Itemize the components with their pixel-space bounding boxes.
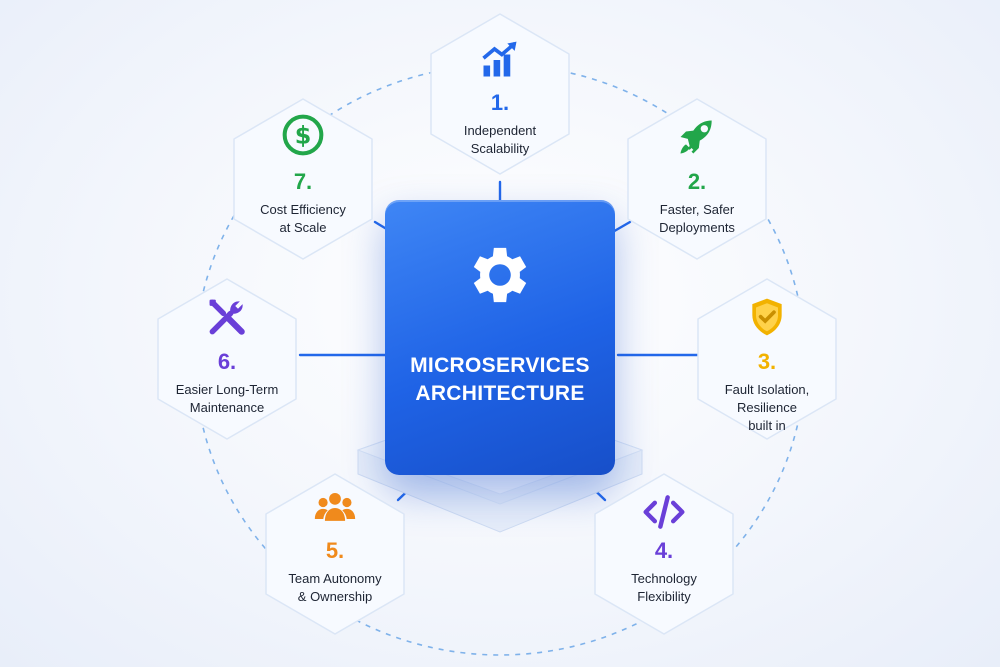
benefit-number: 7.	[293, 169, 313, 194]
center-title: MICROSERVICES ARCHITECTURE	[385, 352, 615, 408]
benefit-card-3: 3. Fault Isolation, Resilience built in	[692, 275, 842, 443]
benefit-label-line1: Team Autonomy	[288, 571, 382, 586]
benefit-label-line1: Fault Isolation,	[724, 382, 810, 397]
center-title-line2: ARCHITECTURE	[415, 382, 585, 405]
benefit-number: 6.	[217, 349, 237, 374]
benefit-number: 4.	[654, 538, 674, 563]
growth-chart-icon	[482, 41, 517, 77]
benefit-card-7: $ 7. Cost Efficiency at Scale	[228, 95, 378, 263]
benefit-label-line2: Scalability	[470, 141, 530, 156]
benefit-label: Independent Scalability	[425, 122, 575, 158]
benefit-label: Faster, Safer Deployments	[622, 201, 772, 237]
hexagon-shape	[627, 98, 767, 260]
benefit-card-1: 1. Independent Scalability	[425, 10, 575, 178]
benefit-label-line2: Maintenance	[189, 400, 265, 415]
benefit-card-6: 6. Easier Long-Term Maintenance	[152, 275, 302, 443]
benefit-label-line1: Cost Efficiency	[260, 202, 346, 217]
benefit-number: 1.	[490, 90, 510, 115]
center-title-line1: MICROSERVICES	[410, 354, 590, 377]
benefit-label-line1: Easier Long-Term	[175, 382, 279, 397]
benefit-label-line2: Flexibility	[637, 589, 691, 604]
benefit-label-line2: Deployments	[659, 220, 735, 235]
hexagon-shape	[157, 278, 297, 440]
benefit-label-line1: Independent	[463, 123, 537, 138]
benefit-label: Fault Isolation, Resilience built in	[692, 381, 842, 435]
benefit-number: 3.	[757, 349, 777, 374]
gear-icon	[473, 247, 527, 303]
code-icon	[643, 495, 685, 529]
benefit-label-line2: & Ownership	[297, 589, 373, 604]
benefit-label-line1: Faster, Safer	[659, 202, 735, 217]
benefit-number: 5.	[325, 538, 345, 563]
dollar-icon: $	[282, 114, 324, 156]
tools-icon	[209, 299, 245, 335]
benefit-label-line3: built in	[748, 418, 786, 433]
benefit-label-line2: Resilience	[737, 400, 797, 415]
shield-check-icon	[752, 298, 782, 336]
benefit-card-5: 5. Team Autonomy & Ownership	[260, 470, 410, 638]
benefit-number: 2.	[687, 169, 707, 194]
benefit-label-line2: at Scale	[279, 220, 327, 235]
hexagon-shape	[430, 13, 570, 175]
benefit-card-2: 2. Faster, Safer Deployments	[622, 95, 772, 263]
hexagon-shape	[265, 473, 405, 635]
benefit-label: Easier Long-Term Maintenance	[152, 381, 302, 417]
benefit-label: Technology Flexibility	[589, 570, 739, 606]
benefit-label-line1: Technology	[631, 571, 697, 586]
benefit-label: Cost Efficiency at Scale	[228, 201, 378, 237]
benefit-label: Team Autonomy & Ownership	[260, 570, 410, 606]
architecture-cube	[385, 200, 615, 475]
team-icon	[314, 492, 356, 521]
svg-text:$: $	[295, 121, 312, 149]
rocket-icon	[680, 120, 712, 154]
hexagon-shape	[233, 98, 373, 260]
hexagon-shape	[594, 473, 734, 635]
benefit-card-4: 4. Technology Flexibility	[589, 470, 739, 638]
hexagon-shape	[697, 278, 837, 440]
